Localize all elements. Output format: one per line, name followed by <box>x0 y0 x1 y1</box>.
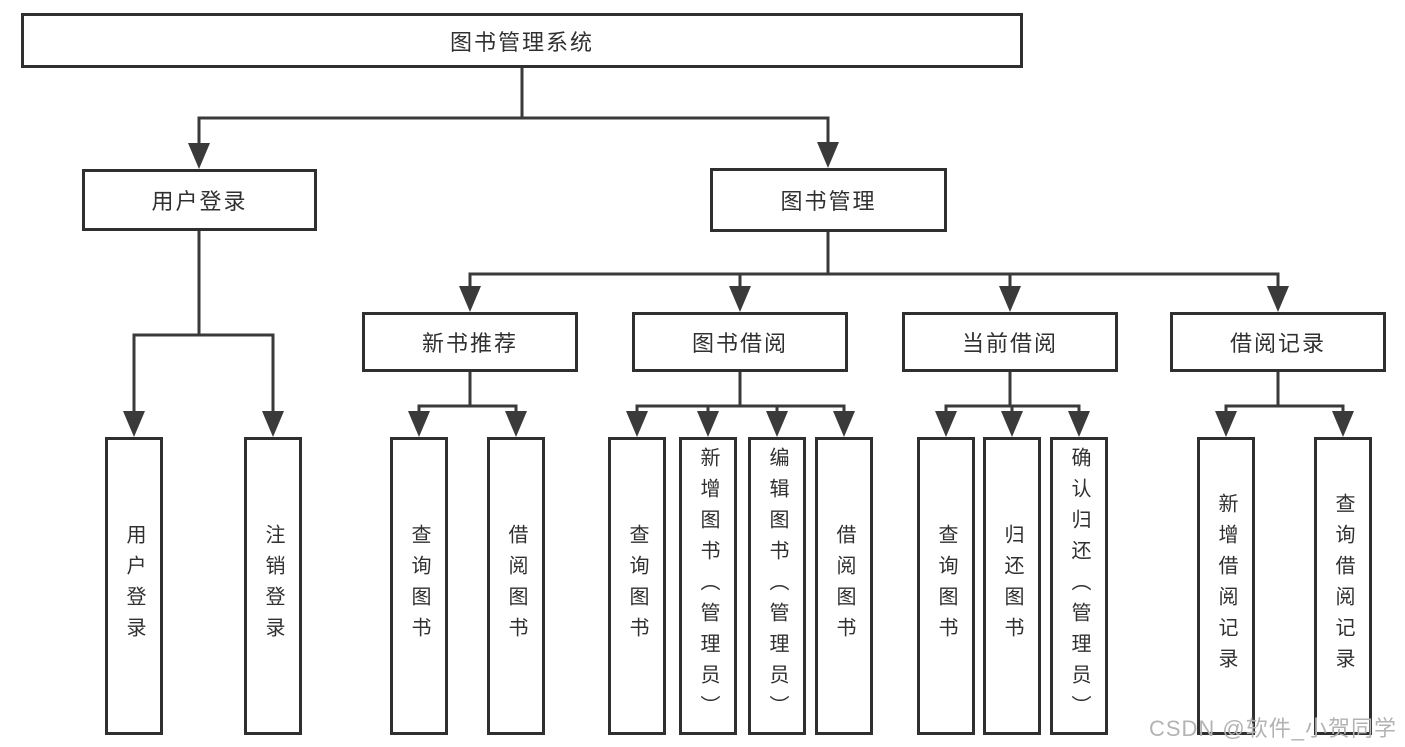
node-current-borrow: 当前借阅 <box>902 312 1118 372</box>
leaf-nb-query-books: 查询图书 <box>390 437 448 735</box>
leaf-bb-borrow-books: 借阅图书 <box>815 437 873 735</box>
leaf-br-query-record: 查询借阅记录 <box>1314 437 1372 735</box>
node-new-book-recommend: 新书推荐 <box>362 312 578 372</box>
csdn-watermark: CSDN @软件_小贺同学 <box>1148 716 1397 741</box>
leaf-bb-query-books: 查询图书 <box>608 437 666 735</box>
leaf-user-login: 用户登录 <box>105 437 163 735</box>
leaf-cb-query-books: 查询图书 <box>917 437 975 735</box>
node-book-management: 图书管理 <box>710 168 947 232</box>
leaf-bb-add-books-admin: 新增图书（管理员） <box>679 437 737 735</box>
leaf-br-add-record: 新增借阅记录 <box>1197 437 1255 735</box>
leaf-bb-edit-books-admin: 编辑图书（管理员） <box>748 437 806 735</box>
node-library-management-system: 图书管理系统 <box>21 13 1023 68</box>
leaf-cb-confirm-return-admin: 确认归还（管理员） <box>1050 437 1108 735</box>
leaf-logout-login: 注销登录 <box>244 437 302 735</box>
leaf-cb-return-books: 归还图书 <box>983 437 1041 735</box>
node-user-login: 用户登录 <box>82 169 317 231</box>
node-book-borrow: 图书借阅 <box>632 312 848 372</box>
node-borrow-records: 借阅记录 <box>1170 312 1386 372</box>
leaf-nb-borrow-books: 借阅图书 <box>487 437 545 735</box>
